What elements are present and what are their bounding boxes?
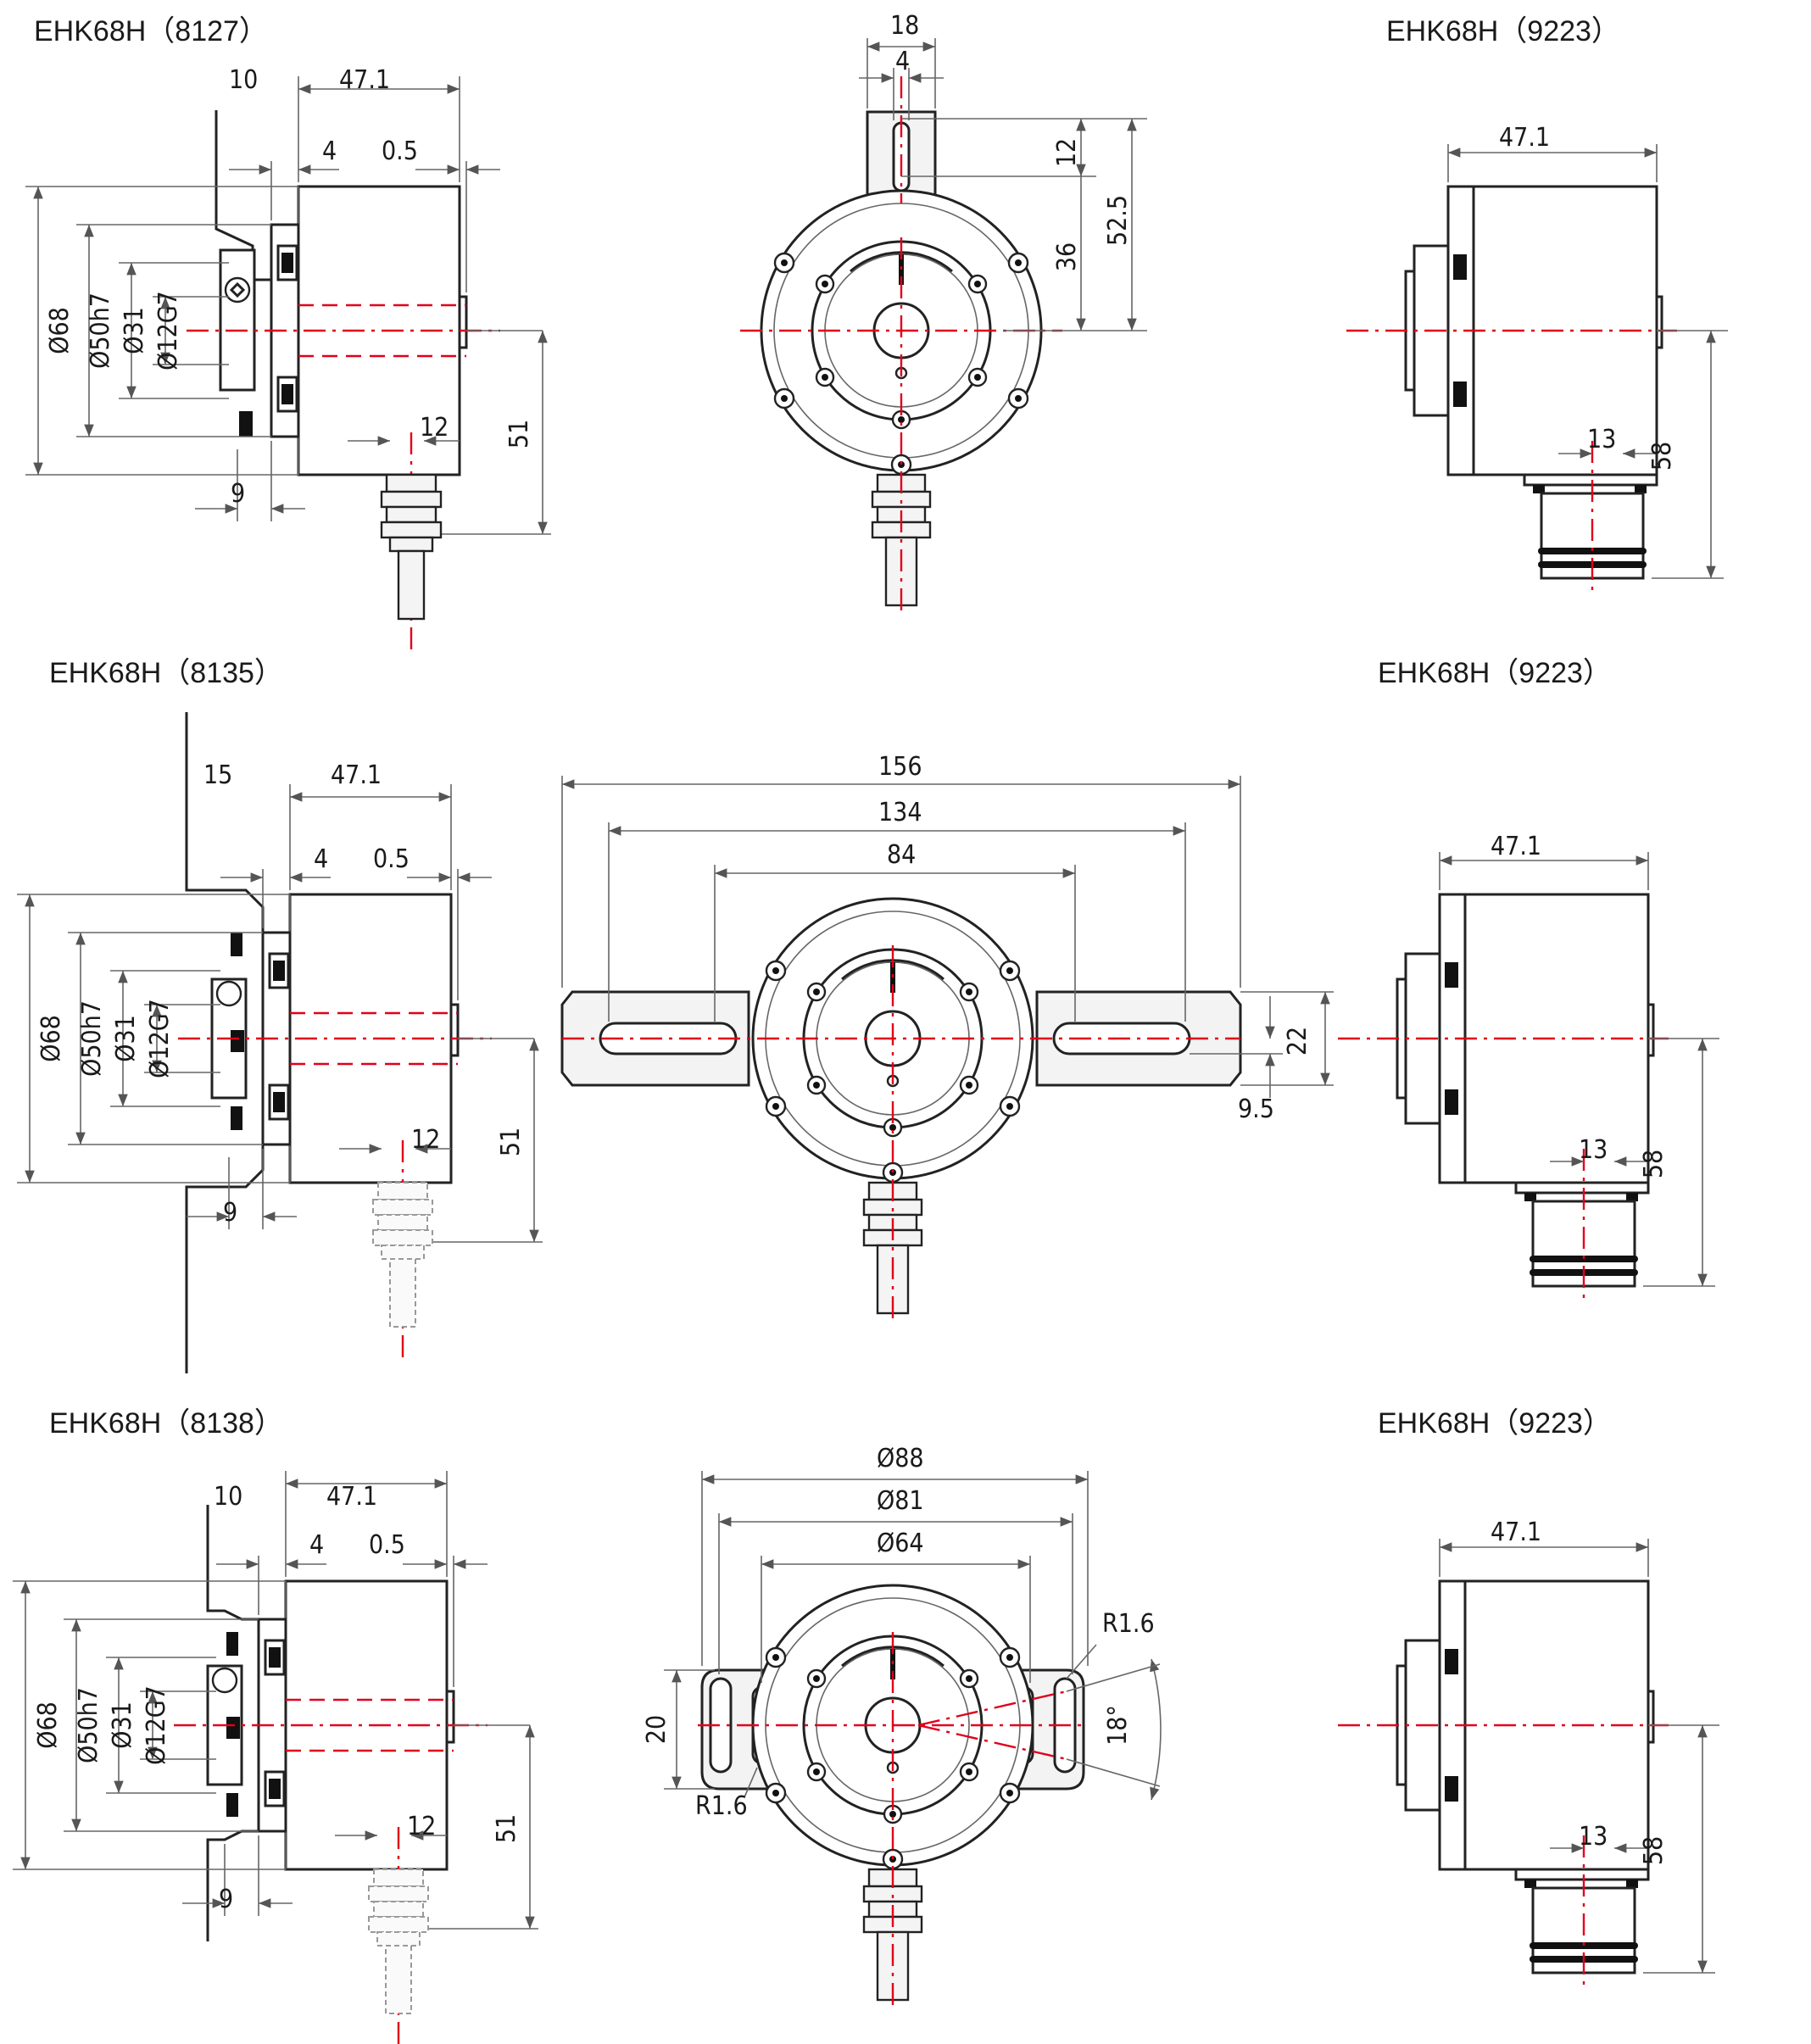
dim-d68: Ø68: [45, 307, 75, 354]
dim-d12g7-r2: Ø12G7: [145, 999, 175, 1078]
title-8127: EHK68H（8127）: [34, 15, 268, 47]
dim-22: 22: [1283, 1027, 1312, 1055]
dim-36: 36: [1052, 242, 1082, 271]
dim-conn-47-1: 47.1: [1499, 123, 1550, 153]
dim-84: 84: [887, 840, 916, 870]
dim-d31-r2: Ø31: [111, 1015, 141, 1062]
dim-conn-58-r2: 58: [1639, 1150, 1669, 1178]
dim-0-5-r2: 0.5: [373, 844, 410, 874]
dim-0-5: 0.5: [382, 136, 418, 166]
dim-d50h7-r2: Ø50h7: [77, 1000, 107, 1077]
dim-51: 51: [504, 420, 534, 448]
title-8138: EHK68H（8138）: [49, 1407, 283, 1440]
dim-conn-47-1-r3: 47.1: [1491, 1518, 1541, 1547]
side-view-8138: [13, 1471, 538, 2044]
title-9223-3: EHK68H（9223）: [1378, 1407, 1612, 1440]
row-3: EHK68H（8138） EHK68H（9223） 10 47.1 4 0.5 …: [13, 1407, 1719, 2044]
front-view-8135: [560, 776, 1334, 1320]
dim-0-5-r3: 0.5: [369, 1530, 405, 1560]
dim-conn-13-r2: 13: [1579, 1135, 1608, 1165]
connector-view-9223-2: [1338, 852, 1719, 1301]
front-view-8127: [740, 38, 1147, 612]
dim-flange-10-r3: 10: [214, 1482, 242, 1512]
side-view-8127: [25, 76, 551, 653]
dim-52-5: 52.5: [1103, 195, 1133, 246]
dim-12-r2: 12: [411, 1125, 440, 1155]
dim-d68-r2: Ø68: [36, 1015, 66, 1062]
dim-length-47-1-r3: 47.1: [326, 1482, 377, 1512]
dim-conn-58: 58: [1647, 442, 1677, 471]
dim-12-r3: 12: [407, 1812, 436, 1841]
dim-d81: Ø81: [877, 1486, 924, 1516]
connector-view-9223-1: [1346, 144, 1728, 593]
dim-d31-r3: Ø31: [108, 1701, 137, 1749]
dim-d12g7: Ø12G7: [153, 291, 183, 370]
dim-4: 4: [322, 136, 337, 166]
connector-view-9223-3: [1338, 1539, 1719, 1988]
dim-d50h7: Ø50h7: [86, 292, 115, 369]
dim-18: 18: [890, 11, 919, 41]
dim-d12g7-r3: Ø12G7: [142, 1685, 171, 1765]
dim-4-r3: 4: [309, 1530, 324, 1560]
title-9223-2: EHK68H（9223）: [1378, 657, 1612, 689]
dim-d64: Ø64: [877, 1529, 924, 1558]
dim-flange-10: 10: [229, 65, 258, 95]
dim-18-deg: 18°: [1103, 1705, 1133, 1746]
dim-d68-r3: Ø68: [33, 1701, 63, 1749]
dim-20: 20: [642, 1715, 671, 1744]
dim-9-r3: 9: [219, 1885, 233, 1914]
dim-51-r3: 51: [492, 1814, 521, 1843]
dim-156: 156: [878, 752, 922, 782]
dim-r1-6-left: R1.6: [695, 1791, 748, 1821]
row-2: EHK68H（8135） EHK68H（9223） 15 47.1 4 0.5 …: [17, 657, 1719, 1373]
dim-r1-6-right: R1.6: [1102, 1609, 1155, 1639]
dim-d50h7-r3: Ø50h7: [74, 1687, 103, 1763]
side-view-8135: [17, 712, 543, 1373]
dim-d88: Ø88: [877, 1444, 924, 1473]
dim-conn-13-r3: 13: [1579, 1822, 1608, 1852]
dim-9-r2: 9: [223, 1198, 237, 1228]
dim-51-r2: 51: [496, 1128, 526, 1156]
dim-134: 134: [878, 798, 922, 827]
dim-d31: Ø31: [120, 307, 149, 354]
dim-4-slot: 4: [895, 47, 910, 76]
dim-length-47-1: 47.1: [339, 65, 390, 95]
title-8135: EHK68H（8135）: [49, 657, 283, 689]
title-9223-1: EHK68H（9223）: [1386, 15, 1620, 47]
front-view-8138: [664, 1471, 1162, 2007]
dim-length-47-1-r2: 47.1: [331, 760, 382, 790]
dim-conn-13: 13: [1587, 425, 1616, 454]
dim-12-slot: 12: [1052, 138, 1082, 167]
dim-4-r2: 4: [314, 844, 328, 874]
dim-conn-58-r3: 58: [1639, 1836, 1669, 1865]
dim-conn-47-1-r2: 47.1: [1491, 832, 1541, 861]
dim-9-5: 9.5: [1238, 1094, 1274, 1124]
dim-9: 9: [231, 479, 245, 509]
dim-12: 12: [420, 413, 449, 443]
row-1: EHK68H（8127） EHK68H（9223） 10 47.1 4 0.5 …: [25, 11, 1728, 653]
dim-flange-15: 15: [203, 760, 232, 790]
